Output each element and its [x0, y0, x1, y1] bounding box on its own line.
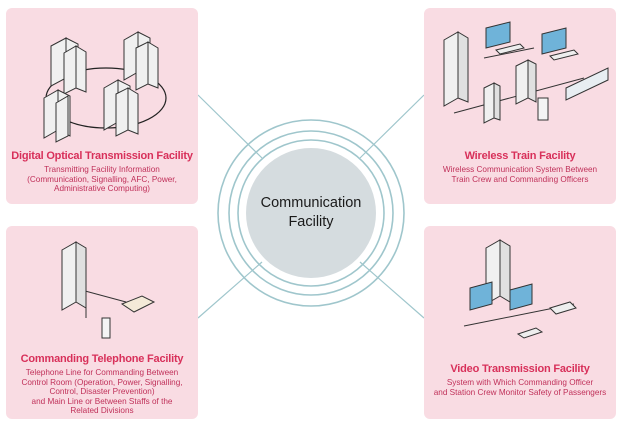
desc-line: (Communication, Signalling, AFC, Power, [27, 174, 177, 184]
desc-line: Train Crew and Commanding Officers [451, 174, 589, 184]
server-ring-illustration [43, 31, 167, 143]
desc-line: and Main Line or Between Staffs of the [31, 396, 173, 406]
desc-line: System with Which Commanding Officer [446, 378, 594, 387]
outer-ring [217, 119, 405, 307]
desc-line: and Station Crew Monitor Safety of Passe… [433, 387, 607, 397]
panel-description: System with Which Commanding Officer and… [428, 378, 612, 397]
hub-label-line2: Facility [288, 214, 334, 230]
wireless-train-illustration [443, 21, 609, 124]
panel-commanding-telephone: Commanding Telephone Facility Telephone … [6, 226, 198, 419]
connector-top-right [359, 94, 425, 159]
panel-wireless-train: Wireless Train Facility Wireless Communi… [424, 8, 616, 204]
panel-title: Wireless Train Facility [464, 150, 576, 162]
desc-line: Transmitting Facility Information [44, 165, 160, 174]
panel-description: Telephone Line for Commanding Between Co… [10, 368, 194, 416]
desc-line: Wireless Communication System Between [442, 165, 598, 174]
telephone-illustration [61, 241, 156, 339]
panel-video-transmission: Video Transmission Facility System with … [424, 226, 616, 419]
hub-label-line1: Communication [260, 195, 362, 211]
panel-title: Digital Optical Transmission Facility [11, 150, 193, 162]
connector-top-left [197, 94, 263, 159]
desc-line: Administrative Computing) [53, 184, 150, 193]
inner-ring [237, 139, 385, 287]
panel-digital-optical-transmission: Digital Optical Transmission Facility Tr… [6, 8, 198, 204]
desc-line: Telephone Line for Commanding Between [25, 368, 179, 377]
panel-description: Transmitting Facility Information (Commu… [10, 165, 194, 194]
panel-description: Wireless Communication System Between Tr… [428, 165, 612, 184]
middle-ring [228, 130, 394, 296]
video-system-illustration [463, 239, 577, 339]
connector-bottom-right [359, 261, 425, 319]
panel-title: Video Transmission Facility [450, 363, 590, 375]
hub-circle [246, 148, 376, 278]
hub-label: Communication Facility [231, 194, 391, 232]
desc-line: Control, Disaster Prevention) [49, 387, 155, 396]
desc-line: Related Divisions [70, 406, 134, 415]
connector-bottom-left [197, 261, 263, 319]
desc-line: Control Room (Operation, Power, Signalli… [21, 377, 183, 387]
panel-title: Commanding Telephone Facility [20, 353, 184, 365]
